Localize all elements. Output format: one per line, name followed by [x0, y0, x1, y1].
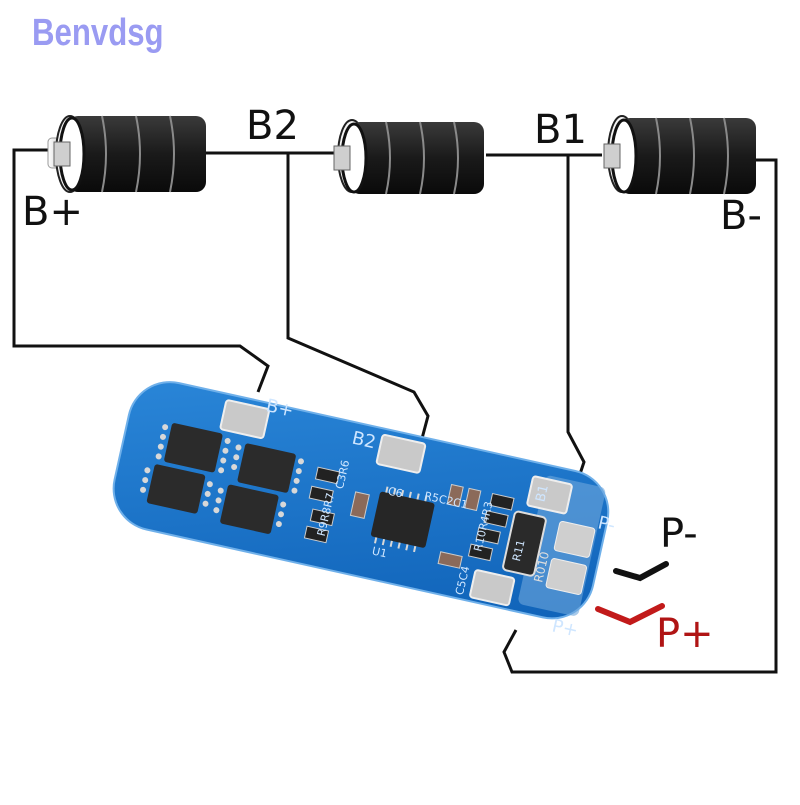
- wires: [12, 148, 778, 674]
- pad-b2: [375, 433, 427, 474]
- battery-cell-3: [603, 115, 756, 195]
- mosfet-chips: [146, 423, 296, 534]
- label-b-minus: B-: [720, 193, 762, 239]
- battery-cell-2: [333, 119, 484, 195]
- wire-p-minus: [613, 561, 669, 582]
- pad-b-plus: [219, 399, 270, 440]
- label-b1: B1: [534, 107, 587, 153]
- wire-b1-tap: [566, 155, 586, 499]
- pad-b-minus: [469, 569, 516, 607]
- bms-pcb: [112, 381, 610, 620]
- wire-b2-tap: [286, 153, 430, 447]
- pad-p-minus: [553, 520, 596, 558]
- passive-components: [303, 466, 515, 569]
- ic-u1: [370, 491, 435, 548]
- battery-cell-1: [47, 115, 206, 193]
- pad-b1: [526, 475, 573, 515]
- label-p-plus: P+: [656, 611, 714, 657]
- wire-b-plus: [12, 148, 270, 393]
- label-b-plus: B+: [22, 189, 83, 235]
- wire-b-minus: [502, 158, 778, 674]
- label-p-minus: P-: [660, 511, 698, 557]
- label-b2: B2: [246, 103, 299, 149]
- pad-p-plus: [545, 558, 588, 595]
- shunt-resistor: [502, 510, 547, 577]
- watermark-brand: Benvdsg: [32, 12, 164, 54]
- wire-p-plus: [595, 603, 665, 626]
